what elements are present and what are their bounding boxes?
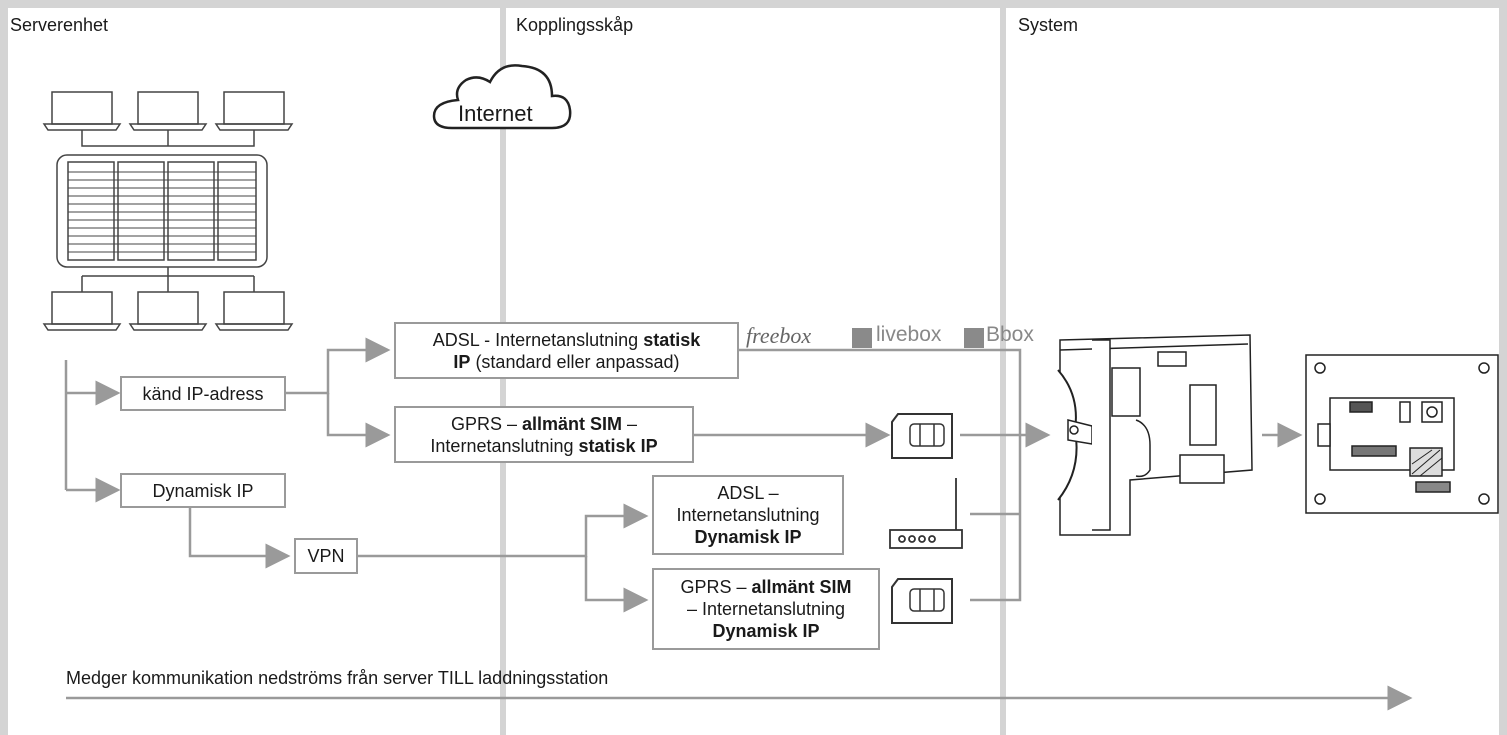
sim-card-icon-1 — [891, 413, 953, 459]
gprs-dynamic-line3: Dynamisk IP — [712, 621, 820, 641]
adsl-dynamic-line2: Internetanslutning — [676, 505, 820, 525]
dynamic-ip-box: Dynamisk IP — [120, 473, 286, 508]
sfr-logo-icon — [964, 328, 984, 348]
gprs-dynamic-box: GPRS – allmänt SIM – Internetanslutning … — [652, 568, 880, 650]
adsl-static-line1: ADSL - Internetanslutning statisk — [432, 329, 701, 350]
vpn-box: VPN — [294, 538, 358, 574]
connectors — [64, 337, 1413, 711]
router-icon — [889, 478, 963, 549]
adsl-dynamic-box: ADSL – Internetanslutning Dynamisk IP — [652, 475, 844, 555]
gprs-dynamic-line1: GPRS – allmänt SIM — [680, 577, 852, 597]
internet-label: Internet — [458, 101, 533, 126]
known-ip-box: känd IP-adress — [120, 376, 286, 411]
vpn-label: VPN — [307, 546, 345, 566]
bbox-logo: Bbox — [986, 323, 1034, 346]
laptop-icons-bottom — [42, 267, 294, 331]
known-ip-label: känd IP-adress — [142, 383, 264, 404]
server-rack-icon — [56, 154, 268, 268]
gprs-static-line2: Internetanslutning statisk IP — [430, 435, 658, 456]
freebox-logo: freebox — [746, 323, 812, 348]
controller-board-icon — [1057, 334, 1253, 536]
footer-note: Medger kommunikation nedströms från serv… — [66, 668, 609, 688]
adsl-dynamic-line3: Dynamisk IP — [694, 527, 802, 547]
column-title-cabinet: Kopplingsskåp — [516, 15, 634, 35]
adsl-dynamic-line1: ADSL – — [717, 483, 779, 503]
gprs-static-line1: GPRS – allmänt SIM – — [450, 413, 638, 434]
adsl-static-line2: IP (standard eller anpassad) — [453, 351, 680, 372]
adsl-static-box: ADSL - Internetanslutning statisk IP (st… — [394, 322, 739, 379]
column-title-system: System — [1018, 15, 1079, 35]
livebox-logo: livebox — [876, 323, 942, 346]
charging-module-icon — [1305, 354, 1499, 514]
cloud-icon — [432, 64, 572, 130]
laptop-icons-top — [42, 91, 294, 147]
dynamic-ip-label: Dynamisk IP — [152, 480, 254, 501]
gprs-dynamic-line2: – Internetanslutning — [686, 599, 846, 619]
orange-logo-icon — [852, 328, 872, 348]
sim-card-icon-2 — [891, 578, 953, 624]
gprs-static-box: GPRS – allmänt SIM – Internetanslutning … — [394, 406, 694, 463]
column-title-server: Serverenhet — [10, 15, 109, 35]
